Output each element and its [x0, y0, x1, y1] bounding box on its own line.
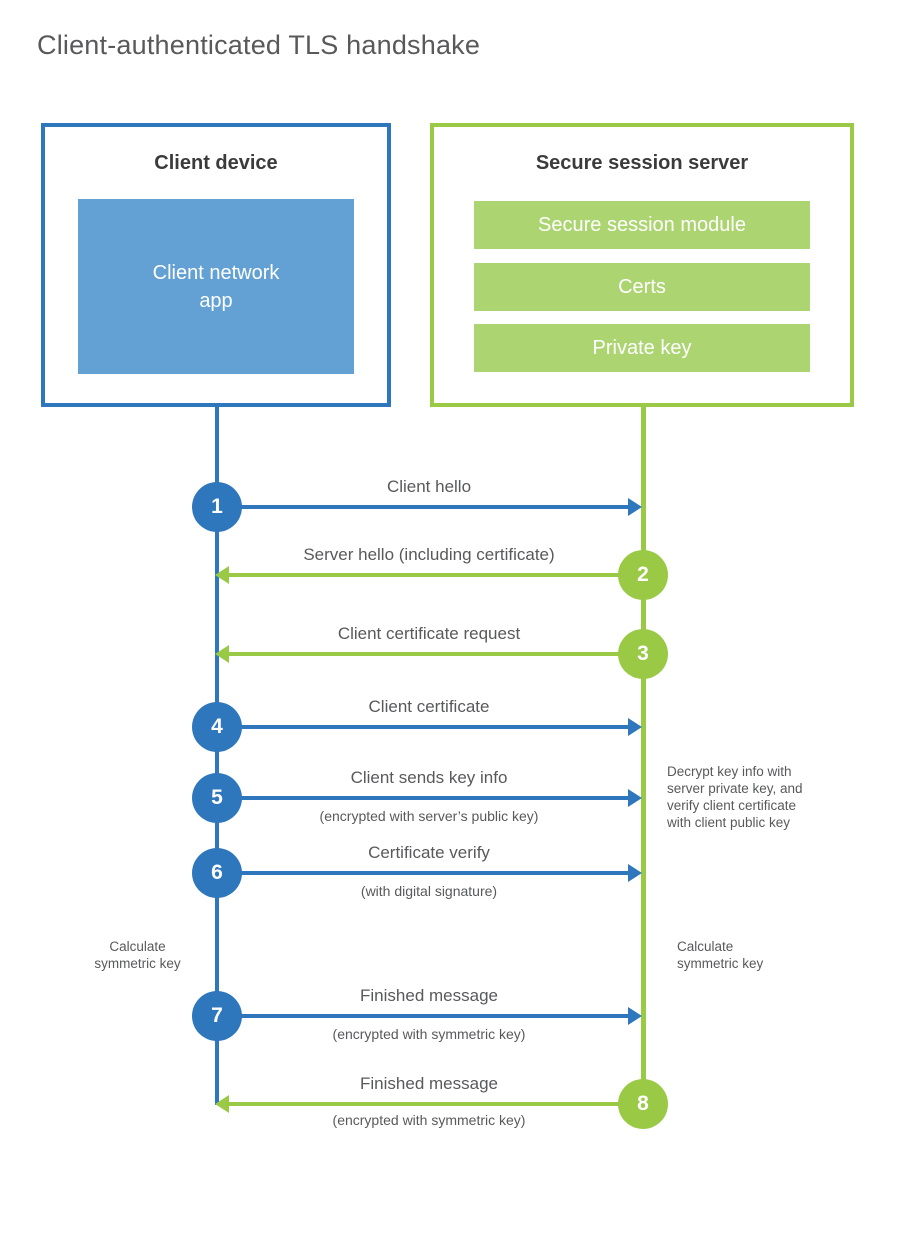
message-5-arrowhead-right-icon	[628, 789, 642, 807]
message-2-label: Server hello (including certificate)	[303, 545, 555, 564]
page-title: Client-authenticated TLS handshake	[37, 30, 481, 60]
message-5-label: Client sends key info	[350, 768, 508, 787]
message-6-arrowhead-right-icon	[628, 864, 642, 882]
message-4-label: Client certificate	[368, 697, 490, 716]
message-8-line	[229, 1102, 643, 1106]
message-3-arrowhead-left-icon	[215, 645, 229, 663]
message-8-sublabel: (encrypted with symmetric key)	[332, 1112, 526, 1128]
step-2-circle: 2	[618, 550, 668, 600]
step-1-circle: 1	[192, 482, 242, 532]
message-8-label: Finished message	[360, 1074, 498, 1093]
server-title: Secure session server	[535, 152, 749, 174]
step-6-circle: 6	[192, 848, 242, 898]
message-7-line	[217, 1014, 629, 1018]
step-4-circle: 4	[192, 702, 242, 752]
client-device-title: Client device	[154, 152, 278, 174]
server-private-key-bar: Private key	[474, 324, 810, 372]
step-5-circle: 5	[192, 773, 242, 823]
message-3-label: Client certificate request	[337, 624, 521, 643]
server-certs-bar: Certs	[474, 263, 810, 311]
message-4-line	[217, 725, 629, 729]
step-3-circle: 3	[618, 629, 668, 679]
message-2-arrowhead-left-icon	[215, 566, 229, 584]
message-7-sublabel: (encrypted with symmetric key)	[332, 1026, 526, 1042]
message-1-line	[217, 505, 629, 509]
message-5-sublabel: (encrypted with server’s public key)	[319, 808, 539, 824]
message-6-sublabel: (with digital signature)	[360, 883, 498, 899]
message-4-arrowhead-right-icon	[628, 718, 642, 736]
message-6-line	[217, 871, 629, 875]
message-1-label: Client hello	[386, 477, 472, 496]
message-2-line	[229, 573, 643, 577]
message-5-line	[217, 796, 629, 800]
message-7-arrowhead-right-icon	[628, 1007, 642, 1025]
client-network-app-box: Client network app	[78, 199, 354, 374]
message-3-line	[229, 652, 643, 656]
note-decrypt-key-info: Decrypt key info with server private key…	[667, 764, 803, 830]
server-module-bar: Secure session module	[474, 201, 810, 249]
message-6-label: Certificate verify	[368, 843, 490, 862]
message-7-label: Finished message	[360, 986, 498, 1005]
client-lifeline	[215, 405, 219, 1105]
message-8-arrowhead-left-icon	[215, 1095, 229, 1113]
server-lifeline	[641, 405, 646, 1105]
step-8-circle: 8	[618, 1079, 668, 1129]
message-1-arrowhead-right-icon	[628, 498, 642, 516]
step-7-circle: 7	[192, 991, 242, 1041]
note-calculate-symmetric-key-right: Calculate symmetric key	[677, 939, 764, 971]
note-calculate-symmetric-key-left: Calculate symmetric key	[94, 939, 181, 971]
